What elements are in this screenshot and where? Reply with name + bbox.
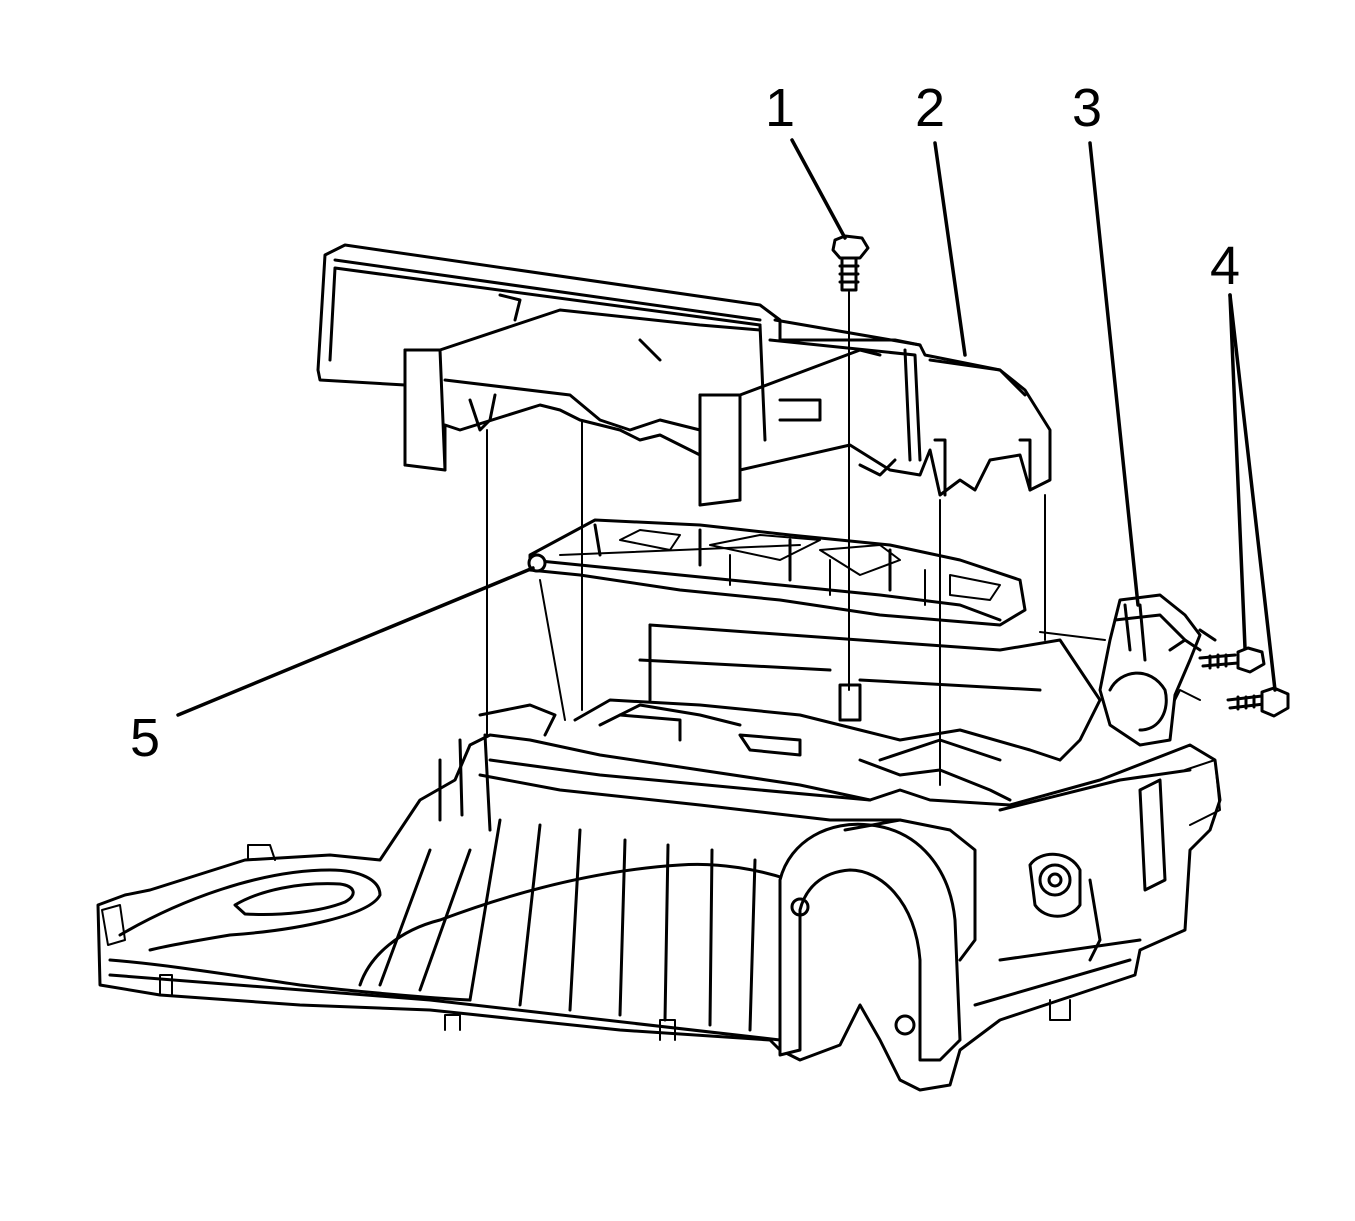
callout-labels: 1 2 3 4 5 (130, 78, 1240, 768)
actuator (1039, 593, 1217, 747)
screw-1 (831, 234, 870, 292)
callout-2: 2 (915, 78, 945, 138)
callout-4: 4 (1210, 236, 1240, 296)
callout-5: 5 (130, 708, 160, 768)
leader-lines (176, 138, 1277, 717)
lower-case (96, 623, 1222, 1092)
callout-3: 3 (1072, 78, 1102, 138)
upper-case (316, 243, 1052, 507)
callout-1: 1 (765, 78, 795, 138)
air-filter-door (527, 518, 1027, 627)
alignment-lines (486, 291, 1046, 786)
